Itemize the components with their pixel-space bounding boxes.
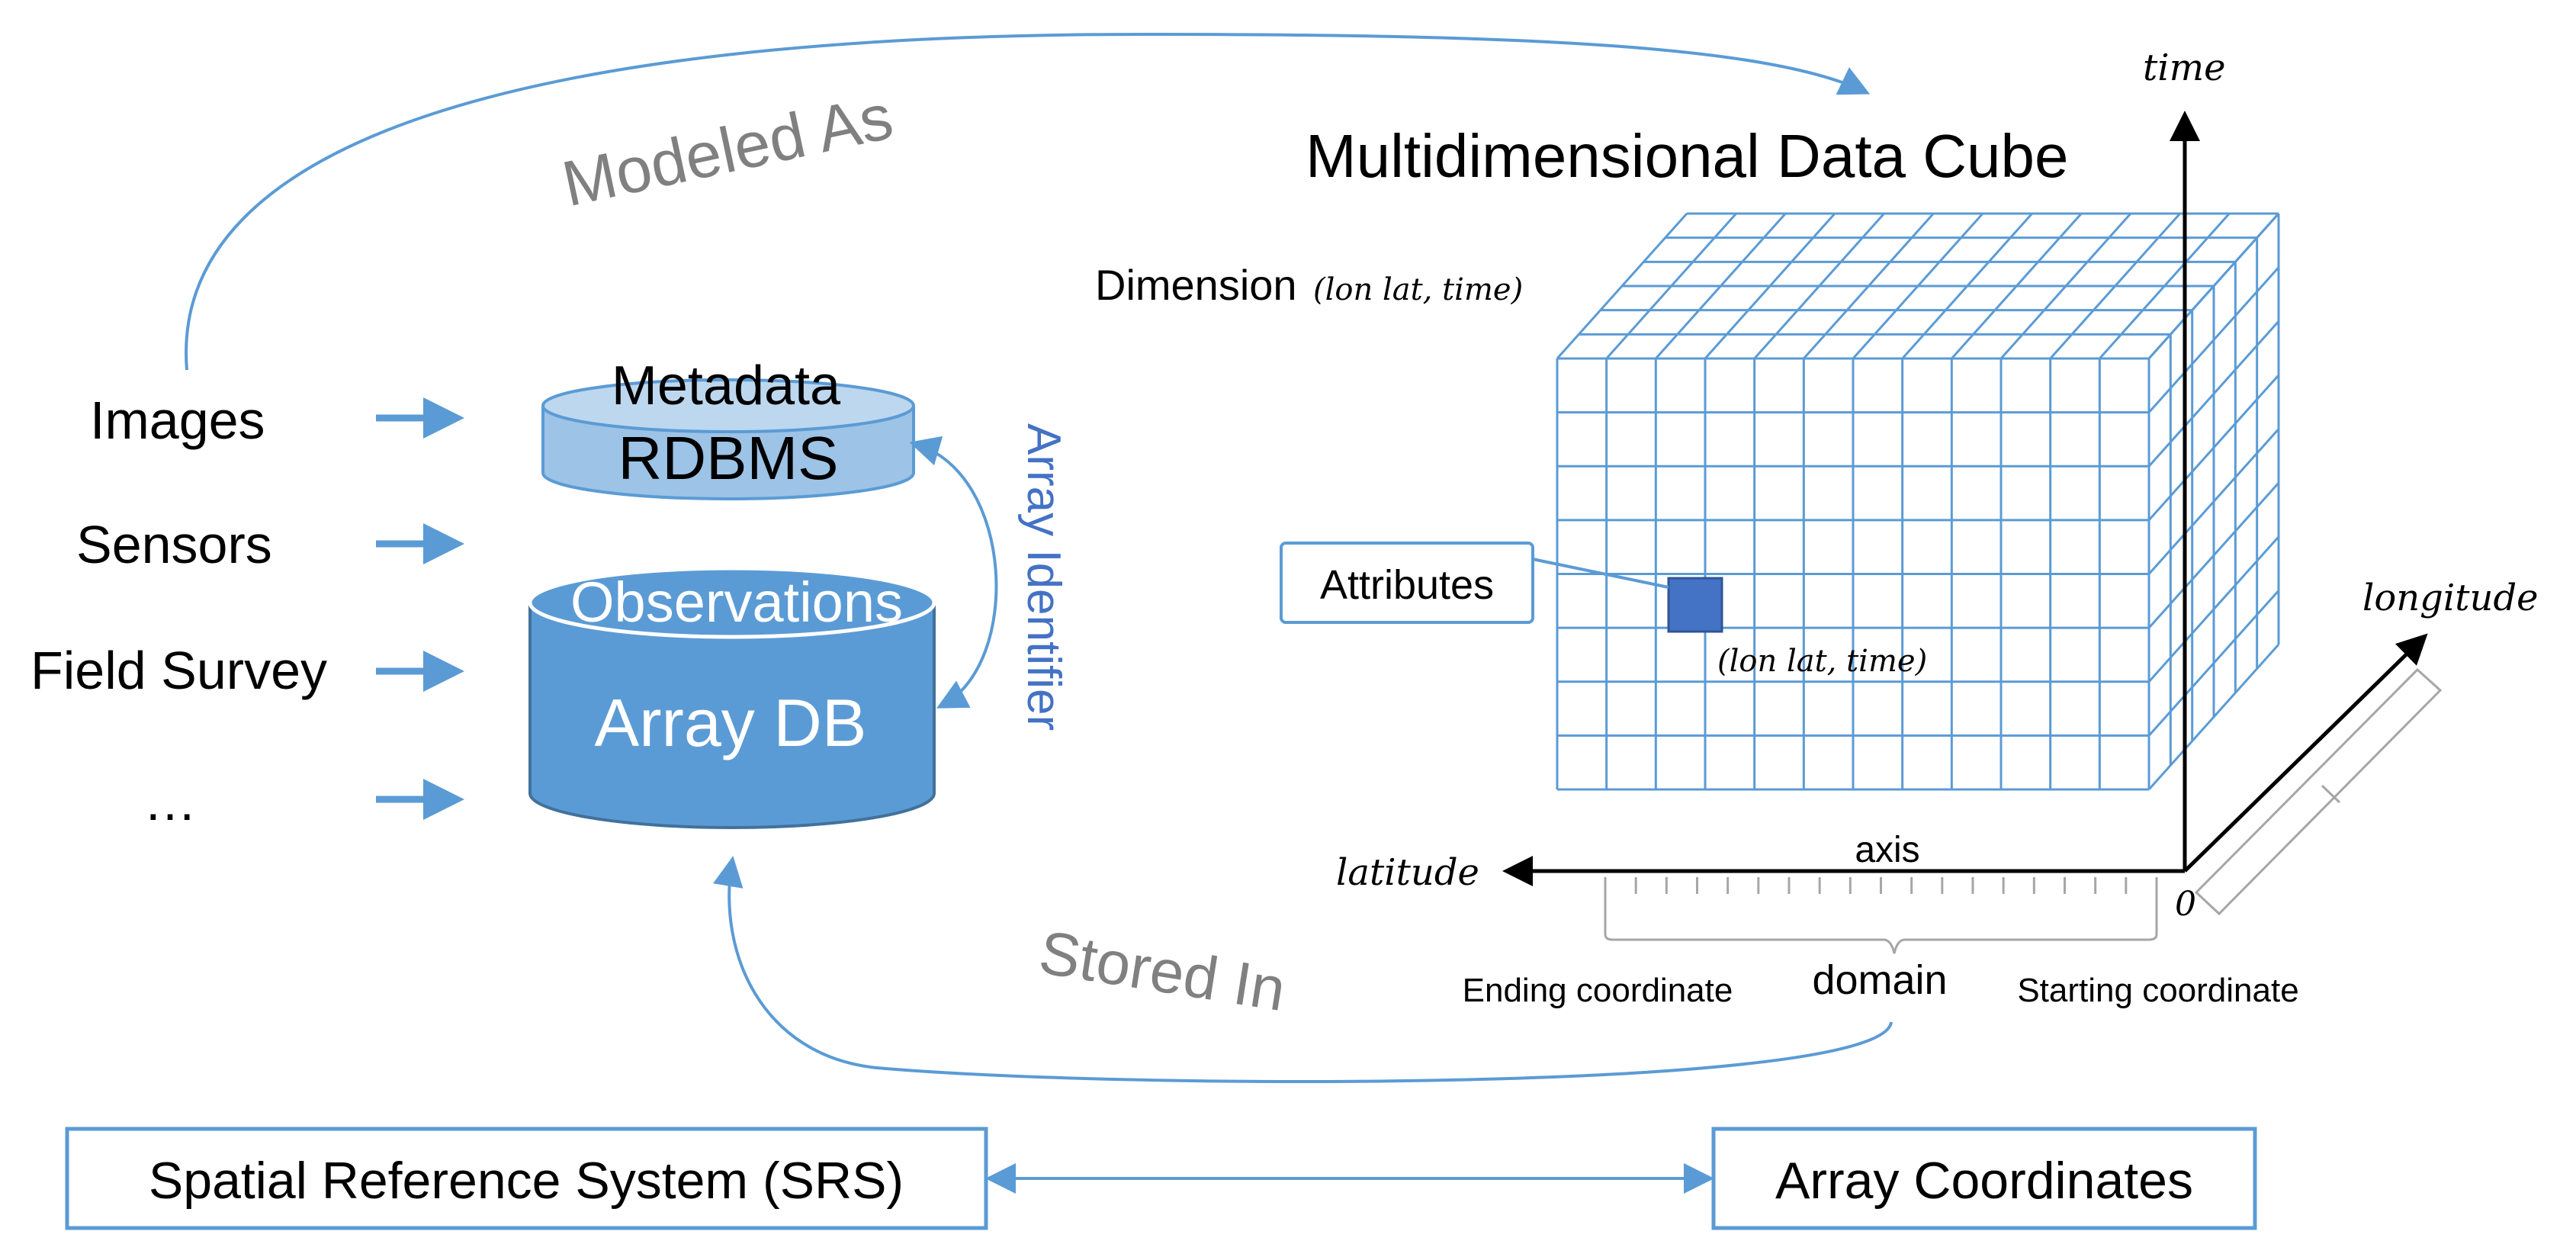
cube-grid-line — [1803, 212, 1935, 360]
dimension-math: (lon lat, time) — [1313, 272, 1523, 307]
source-more: … — [143, 772, 197, 831]
stored-in-curve — [713, 856, 1893, 1083]
srs-label: Spatial Reference System (SRS) — [149, 1152, 904, 1210]
cube-grid-line — [2147, 643, 2280, 791]
domain-bracket — [1604, 904, 2158, 954]
domain-label: domain — [1812, 957, 1947, 1003]
data-cube — [1556, 212, 2280, 791]
attributes-label: Attributes — [1320, 562, 1494, 608]
cube-grid-line — [1655, 212, 1787, 360]
cube-title: Multidimensional Data Cube — [1306, 122, 2069, 190]
cube-grid-line — [1556, 212, 1688, 360]
attributes-callout: Attributes — [1280, 542, 1669, 624]
origin-label: 0 — [2175, 885, 2196, 924]
cube-grid-line — [2147, 266, 2280, 413]
longitude-axis-label: longitude — [2362, 577, 2539, 619]
metadata-rdbms-cylinder: Metadata RDBMS — [541, 355, 915, 500]
array-db-label: Array DB — [595, 685, 867, 760]
rdbms-label: RDBMS — [618, 424, 839, 492]
array-db-cylinder: Observations Array DB — [528, 566, 936, 829]
cube-grid-line — [2147, 590, 2280, 737]
modeled-as-label: Modeled As — [557, 80, 899, 220]
source-arrows — [376, 397, 464, 820]
cube-axes — [1502, 111, 2428, 886]
cube-grid-line — [1951, 212, 2083, 360]
attribute-cell — [1667, 577, 1723, 633]
time-axis-label: time — [2143, 47, 2226, 89]
observations-label: Observations — [570, 571, 903, 634]
cube-grid-line — [1605, 212, 1737, 360]
modeled-as-curve — [185, 32, 1871, 371]
cube-grid-line — [2147, 428, 2280, 575]
source-sensors: Sensors — [76, 515, 272, 574]
cube-grid-line — [2147, 535, 2280, 683]
axis-label: axis — [1855, 830, 1919, 870]
starting-coordinate-label: Starting coordinate — [2017, 972, 2298, 1009]
domain-ruler — [1604, 667, 2443, 954]
cube-grid-line — [1852, 212, 1984, 360]
metadata-label: Metadata — [612, 355, 841, 416]
cube-grid-line — [2147, 374, 2280, 521]
source-list: Images Sensors Field Survey … — [31, 391, 327, 831]
cube-grid-line — [2147, 482, 2280, 629]
array-identifier-label: Array Identifier — [1017, 423, 1070, 731]
cube-grid-line — [2147, 212, 2280, 360]
cube-grid-line — [2147, 320, 2280, 468]
cube-grid-line — [2099, 212, 2231, 360]
dimension-caption: Dimension (lon lat, time) — [1095, 261, 1523, 309]
dimension-label: Dimension — [1095, 261, 1297, 309]
cell-coordinate-label: (lon lat, time) — [1717, 644, 1927, 679]
array-coordinates-box: Array Coordinates — [1711, 1127, 2257, 1230]
ending-coordinate-label: Ending coordinate — [1463, 972, 1733, 1009]
longitude-axis — [2183, 633, 2428, 873]
cube-grid-line — [2049, 212, 2181, 360]
cube-grid-line — [1704, 212, 1836, 360]
cube-grid-line — [1901, 212, 2033, 360]
srs-box: Spatial Reference System (SRS) — [65, 1127, 988, 1230]
cube-grid-line — [1999, 212, 2132, 360]
array-coordinates-label: Array Coordinates — [1775, 1152, 2193, 1210]
latitude-axis-label: latitude — [1336, 851, 1479, 894]
array-identifier-link — [909, 436, 998, 709]
source-field-survey: Field Survey — [31, 641, 327, 700]
longitude-bracket — [2194, 667, 2443, 916]
stored-in-label: Stored In — [1035, 918, 1290, 1024]
source-images: Images — [90, 391, 265, 450]
cube-grid-line — [1753, 212, 1885, 360]
